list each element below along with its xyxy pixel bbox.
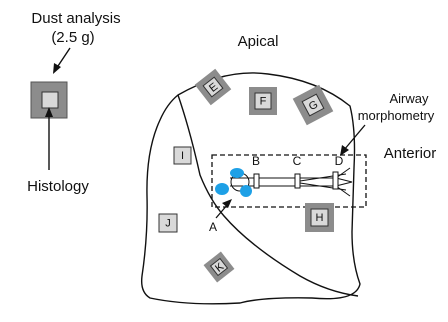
sample-h-letter: H: [316, 212, 324, 224]
cut-marker-b: [254, 174, 259, 188]
dust-arrowhead: [53, 63, 61, 74]
airway-point-d: D: [335, 154, 344, 168]
airway-point-b: B: [252, 154, 260, 168]
apical-label: Apical: [238, 33, 279, 50]
cut-marker-c: [295, 174, 300, 188]
sample-i-letter: I: [181, 150, 184, 162]
airway-point-a: A: [209, 220, 217, 234]
cut-marker-d: [333, 172, 338, 189]
sample-k: K: [204, 252, 235, 283]
sample-j: J: [159, 214, 177, 232]
sample-i: I: [174, 147, 191, 164]
histology-label: Histology: [27, 178, 89, 195]
sample-j-letter: J: [165, 218, 171, 230]
lymph-nodes: [215, 168, 252, 197]
airway-point-c: C: [293, 154, 302, 168]
airway-label-line1: Airway: [389, 91, 429, 106]
lymph-node-right: [240, 185, 252, 197]
airway-label-line2: morphometry: [358, 108, 435, 123]
dust-analysis-label: Dust analysis: [31, 10, 120, 27]
sample-h: H: [305, 203, 334, 232]
sample-e: E: [195, 69, 231, 105]
dust-mass-label: (2.5 g): [51, 29, 94, 46]
sample-f-letter: F: [260, 96, 267, 108]
lymph-node-left: [215, 183, 229, 195]
anterior-label: Anterior: [384, 145, 437, 162]
lymph-node-upper: [230, 168, 244, 178]
sample-f: F: [249, 87, 277, 115]
